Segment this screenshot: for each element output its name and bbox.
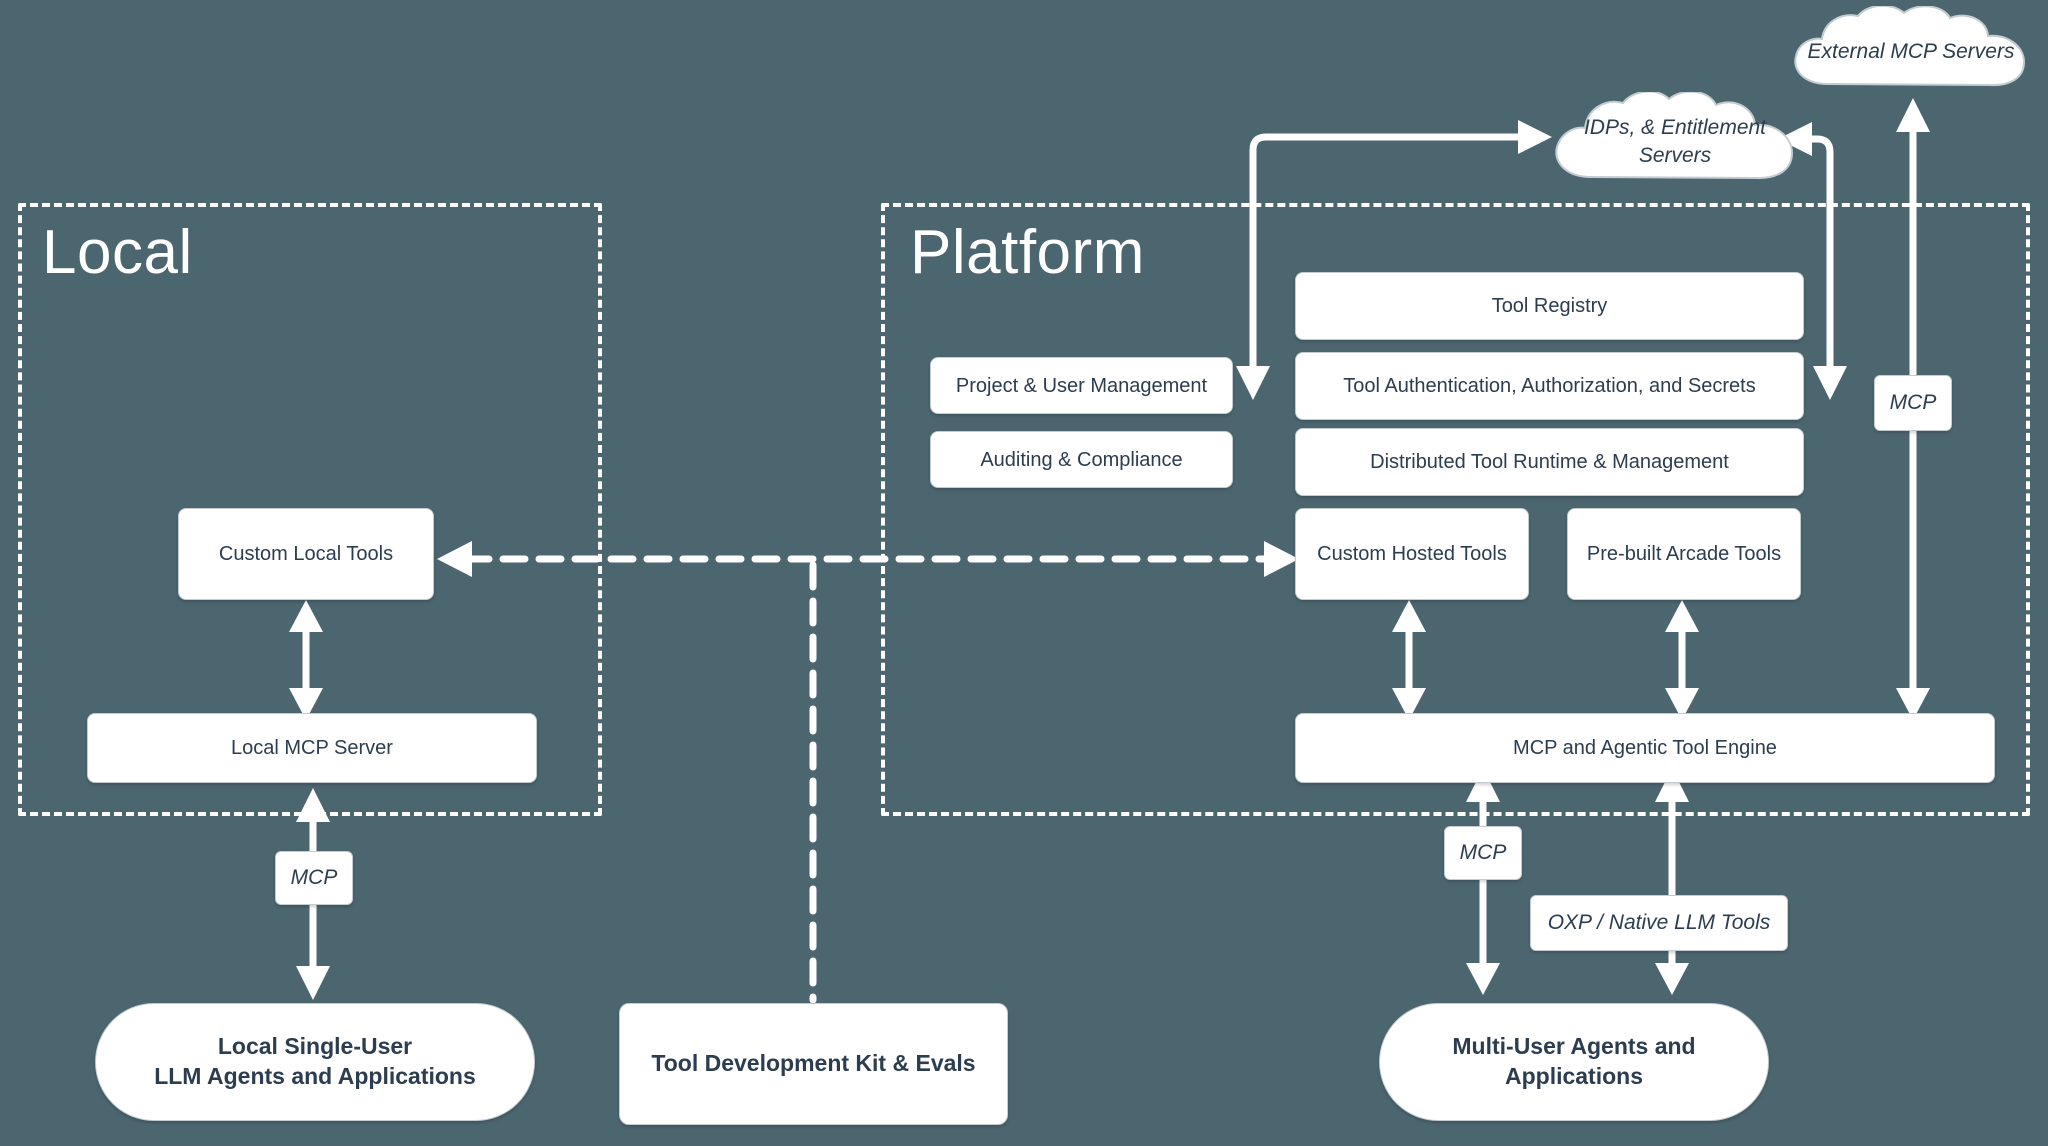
- tag-platform-engine-mcp: MCP: [1444, 826, 1522, 880]
- node-multi-user-agents-line2: Applications: [1504, 1063, 1643, 1089]
- tag-local-mcp: MCP: [275, 851, 353, 905]
- cloud-external-mcp-servers-label: External MCP Servers: [1807, 39, 2015, 63]
- cloud-external-mcp-servers: External MCP Servers: [1784, 6, 2038, 98]
- zone-local-title: Local: [42, 218, 193, 287]
- node-distributed-tool-runtime-management[interactable]: Distributed Tool Runtime & Management: [1295, 428, 1804, 496]
- node-tool-registry[interactable]: Tool Registry: [1295, 272, 1804, 340]
- node-local-agents-line1: Local Single-User: [217, 1033, 413, 1060]
- zone-platform-title: Platform: [910, 218, 1145, 287]
- node-local-agents-line2: LLM Agents and Applications: [154, 1063, 476, 1089]
- node-auditing-compliance[interactable]: Auditing & Compliance: [930, 431, 1233, 488]
- node-multi-user-agents-line1: Multi-User Agents and: [1452, 1033, 1696, 1060]
- cloud-idps-entitlement-servers-label: IDPs, & Entitlement Servers: [1583, 115, 1767, 167]
- node-local-mcp-server[interactable]: Local MCP Server: [87, 713, 537, 783]
- node-mcp-agentic-tool-engine[interactable]: MCP and Agentic Tool Engine: [1295, 713, 1995, 783]
- node-tool-authentication-authorization-secrets[interactable]: Tool Authentication, Authorization, and …: [1295, 352, 1804, 420]
- node-oxp-native-llm-tools[interactable]: OXP / Native LLM Tools: [1530, 895, 1788, 951]
- node-local-agents-applications[interactable]: Local Single-User LLM Agents and Applica…: [95, 1003, 535, 1121]
- tag-platform-external-mcp: MCP: [1874, 375, 1952, 431]
- node-project-user-management[interactable]: Project & User Management: [930, 357, 1233, 414]
- cloud-shape-icon: [1794, 6, 2026, 87]
- node-tool-development-kit[interactable]: Tool Development Kit & Evals: [619, 1003, 1008, 1125]
- node-multi-user-agents-applications[interactable]: Multi-User Agents and Applications: [1379, 1003, 1769, 1121]
- node-custom-hosted-tools[interactable]: Custom Hosted Tools: [1295, 508, 1529, 600]
- cloud-idps-entitlement-servers: IDPs, & Entitlement Servers: [1545, 92, 1805, 192]
- node-custom-local-tools[interactable]: Custom Local Tools: [178, 508, 434, 600]
- node-prebuilt-arcade-tools[interactable]: Pre-built Arcade Tools: [1567, 508, 1801, 600]
